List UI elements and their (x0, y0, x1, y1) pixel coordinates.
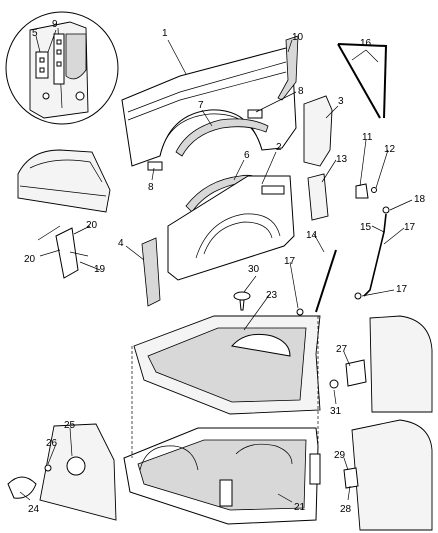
callout-9: 9 (52, 19, 58, 30)
callout-16: 16 (360, 38, 372, 49)
fastener-mid (296, 308, 304, 316)
bed-bracket (307, 173, 329, 221)
callout-13: 13 (336, 154, 348, 165)
callout-5: 5 (32, 28, 38, 39)
callout-26: 26 (46, 438, 58, 449)
tailgate-view-upper (329, 315, 433, 413)
fuel-door-view (7, 423, 117, 521)
callout-17-c: 17 (396, 284, 408, 295)
callout-15: 15 (360, 222, 372, 233)
bracket-upper (247, 109, 263, 119)
callout-19: 19 (94, 264, 106, 275)
callout-3: 3 (338, 96, 344, 107)
callout-14: 14 (306, 230, 318, 241)
leader-lines (19, 29, 413, 503)
screw (371, 187, 377, 193)
callout-23: 23 (266, 290, 278, 301)
tailgate-cable (363, 213, 387, 297)
callout-24: 24 (28, 504, 40, 515)
callout-7: 7 (198, 100, 204, 111)
callout-2: 2 (276, 142, 282, 153)
callout-12: 12 (384, 144, 396, 155)
push-pin (233, 291, 251, 311)
rear-corner-trim (277, 35, 299, 101)
fastener-lower (354, 292, 362, 300)
callout-8-lower: 8 (148, 182, 154, 193)
callout-18: 18 (414, 194, 426, 205)
callout-27: 27 (336, 344, 348, 355)
bed-side-view (17, 149, 111, 279)
callout-10: 10 (292, 32, 304, 43)
callout-20-a: 20 (86, 220, 98, 231)
bed-side-panel (121, 47, 297, 167)
pillar-bracket (303, 95, 333, 167)
callout-25: 25 (64, 420, 76, 431)
callout-29: 29 (334, 450, 346, 461)
tailgate-view-lower (343, 419, 433, 531)
callout-17-a: 17 (284, 256, 296, 267)
callout-20-b: 20 (24, 254, 36, 265)
detail-inset (5, 11, 119, 125)
inner-wheelhouse-panel (167, 175, 295, 281)
clip (355, 183, 369, 199)
callout-1: 1 (162, 28, 168, 39)
callout-6: 6 (244, 150, 250, 161)
callout-8-upper: 8 (298, 86, 304, 97)
bed-liner (133, 315, 321, 415)
bracket-lower (147, 161, 163, 171)
callout-17-b: 17 (404, 222, 416, 233)
side-bracket (141, 237, 161, 307)
callout-4: 4 (118, 238, 124, 249)
callout-11: 11 (362, 132, 373, 143)
tie-down-rod (337, 43, 388, 119)
support-rod (315, 249, 337, 313)
callout-21: 21 (294, 502, 306, 513)
callout-30: 30 (248, 264, 260, 275)
callout-28: 28 (340, 504, 352, 515)
callout-31: 31 (330, 406, 342, 417)
callout-labels: 1 2 3 4 5 6 7 8 8 9 10 11 12 13 14 15 16… (24, 19, 426, 515)
wheelhouse-trim (175, 118, 269, 157)
pickup-bed (123, 427, 321, 525)
cable-fastener (382, 206, 390, 214)
